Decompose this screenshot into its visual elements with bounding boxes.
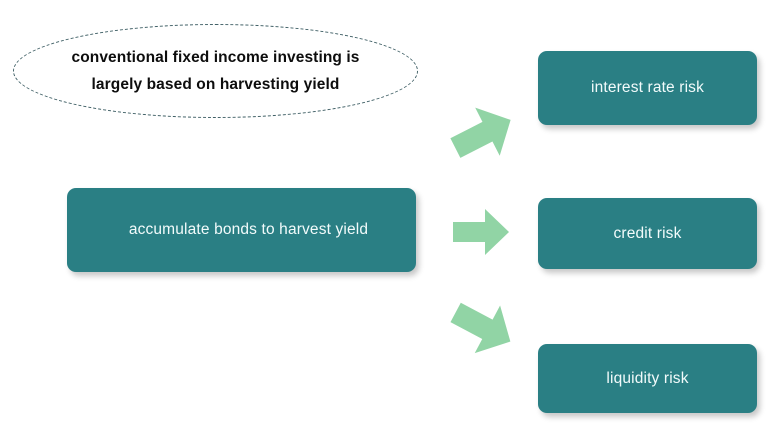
arrow-to-liquidity-risk [438,282,527,371]
interest-rate-risk-box[interactable]: interest rate risk [538,51,757,125]
premise-callout: conventional fixed income investing is l… [13,24,418,118]
liquidity-risk-box[interactable]: liquidity risk [538,344,757,413]
arrow-to-interest-rate-risk [439,90,528,179]
accumulate-bonds-box-label: accumulate bonds to harvest yield [128,221,369,238]
premise-callout-line-1: conventional fixed income investing is [71,49,360,66]
arrow-to-credit-risk [452,207,510,257]
accumulate-bonds-box[interactable]: accumulate bonds to harvest yield [67,188,416,272]
credit-risk-box[interactable]: credit risk [538,198,757,269]
credit-risk-box-label: credit risk [613,224,682,242]
interest-rate-risk-box-label: interest rate risk [591,79,704,96]
liquidity-risk-box-label: liquidity risk [606,369,689,387]
premise-callout-line-2: largely based on harvesting yield [91,76,340,93]
